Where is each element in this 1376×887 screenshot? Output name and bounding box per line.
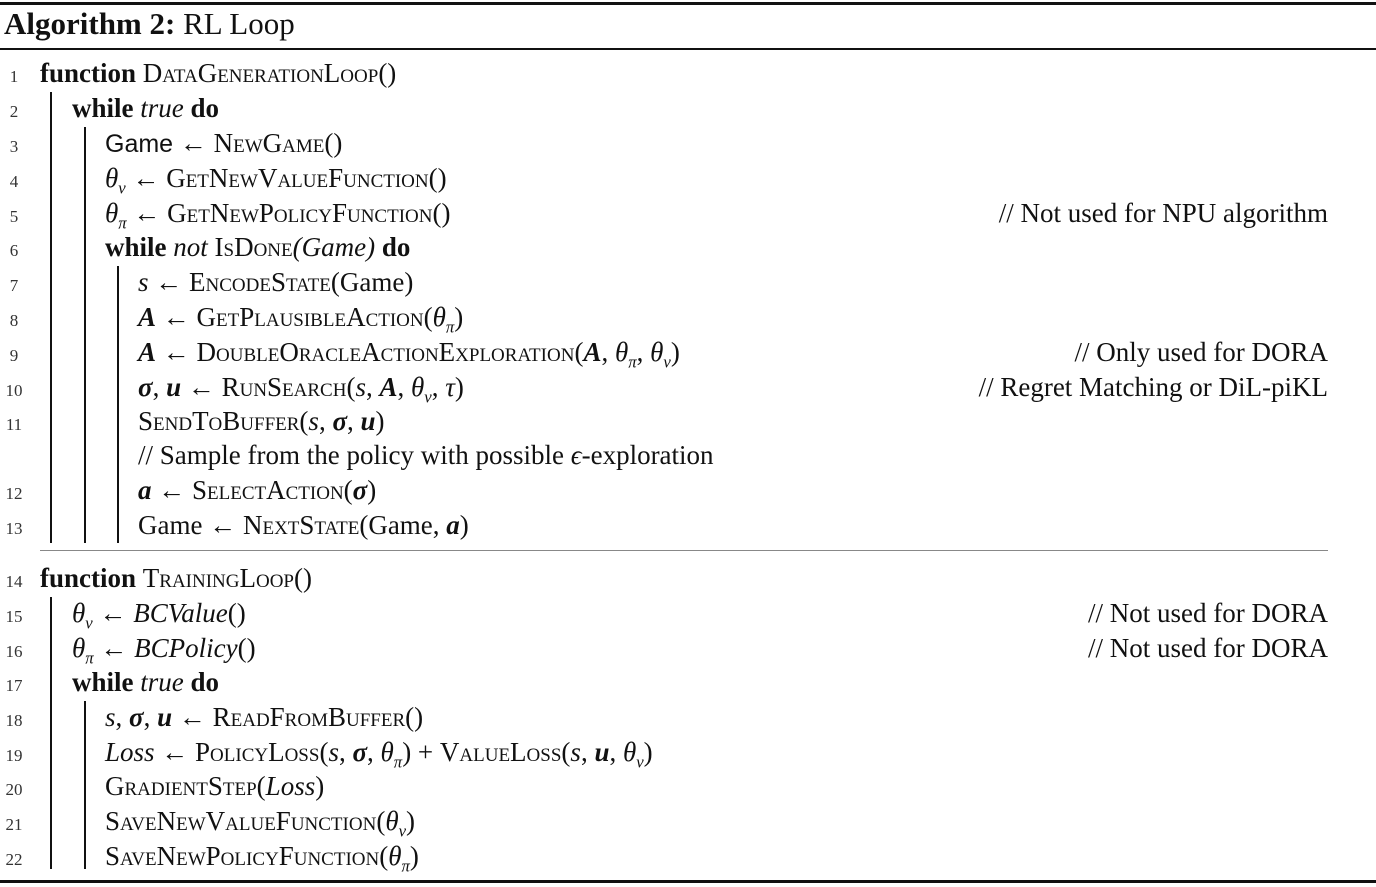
line-code: s, σ, u ← ReadFromBuffer() [105, 702, 424, 732]
line-code: Loss ← PolicyLoss(s, σ, θπ) + ValueLoss(… [105, 737, 653, 772]
algo-line-11: 11 SendToBuffer(s, σ, u) [0, 404, 1376, 439]
algo-line-22: 22 SaveNewPolicyFunction(θπ) [0, 839, 1376, 874]
algo-line-16: 16 θπ ← BCPolicy() // Not used for DORA [0, 631, 1376, 666]
line-number: 19 [5, 746, 23, 765]
line-number: 13 [5, 519, 23, 538]
algorithm-title: Algorithm 2: RL Loop [4, 4, 295, 44]
line-number: 8 [9, 311, 19, 330]
line-code: θv ← BCValue() [72, 598, 246, 633]
line-number: 6 [9, 241, 19, 260]
line-number: 21 [5, 815, 23, 834]
block-bar-level1b [50, 597, 52, 869]
algo-line-1: 1 function DataGenerationLoop() [0, 56, 1376, 91]
algo-line-19: 19 Loss ← PolicyLoss(s, σ, θπ) + ValueLo… [0, 735, 1376, 770]
inline-comment: // Sample from the policy with possible … [138, 440, 714, 470]
algorithm-name: RL Loop [183, 6, 295, 41]
line-code: while true do [72, 667, 220, 697]
line-comment: // Only used for DORA [1074, 337, 1328, 367]
line-code: function TrainingLoop() [40, 563, 312, 593]
line-code: SaveNewValueFunction(θv) [105, 806, 416, 841]
line-code: while not IsDone(Game) do [105, 232, 411, 262]
bottom-rule [0, 880, 1376, 883]
line-code: SendToBuffer(s, σ, u) [138, 406, 385, 436]
algo-line-13: 13 Game ← NextState(Game, a) [0, 508, 1376, 543]
algo-line-5: 5 θπ ← GetNewPolicyFunction() // Not use… [0, 196, 1376, 231]
algo-line-17: 17 while true do [0, 665, 1376, 700]
line-code: Game ← NewGame() [105, 128, 343, 158]
algo-line-8: 8 A ← GetPlausibleAction(θπ) [0, 300, 1376, 335]
line-code: GradientStep(Loss) [105, 771, 325, 801]
line-number: 7 [9, 276, 19, 295]
line-number: 18 [5, 711, 23, 730]
line-code: Game ← NextState(Game, a) [138, 510, 469, 540]
block-bar-level3 [117, 266, 119, 543]
line-comment: // Not used for NPU algorithm [998, 198, 1328, 228]
algo-line-21: 21 SaveNewValueFunction(θv) [0, 804, 1376, 839]
line-number: 10 [5, 381, 23, 400]
line-code: θπ ← BCPolicy() [72, 633, 256, 668]
line-code: s ← EncodeState(Game) [138, 267, 414, 297]
line-number: 5 [9, 207, 19, 226]
line-number: 16 [5, 642, 23, 661]
algo-line-9: 9 A ← DoubleOracleActionExploration(A, θ… [0, 335, 1376, 370]
algo-line-6: 6 while not IsDone(Game) do [0, 230, 1376, 265]
line-number: 22 [5, 850, 23, 869]
line-number: 9 [9, 346, 19, 365]
line-number: 17 [5, 676, 23, 695]
algo-line-2: 2 while true do [0, 91, 1376, 126]
top-rule [0, 2, 1376, 5]
line-number: 20 [5, 780, 23, 799]
header-rule [0, 48, 1376, 50]
line-code: SaveNewPolicyFunction(θπ) [105, 841, 419, 876]
line-code: function DataGenerationLoop() [40, 58, 397, 88]
line-number: 12 [5, 484, 23, 503]
section-divider [40, 550, 1328, 551]
line-comment: // Regret Matching or DiL-piKL [978, 372, 1328, 402]
block-bar-level2 [84, 127, 86, 543]
algo-line-20: 20 GradientStep(Loss) [0, 769, 1376, 804]
block-bar-level2b [84, 701, 86, 869]
line-code: θπ ← GetNewPolicyFunction() [105, 198, 451, 233]
line-code: σ, u ← RunSearch(s, A, θv, τ) [138, 372, 464, 407]
line-comment: // Not used for DORA [1088, 598, 1328, 628]
line-code: A ← GetPlausibleAction(θπ) [138, 302, 464, 337]
block-bar-level1 [50, 92, 52, 543]
algo-line-7: 7 s ← EncodeState(Game) [0, 265, 1376, 300]
line-number: 2 [9, 102, 19, 121]
line-number: 3 [9, 137, 19, 156]
line-number: 15 [5, 607, 23, 626]
line-number: 14 [5, 572, 23, 591]
line-number: 4 [9, 172, 19, 191]
line-code: θv ← GetNewValueFunction() [105, 163, 447, 198]
algo-line-4: 4 θv ← GetNewValueFunction() [0, 161, 1376, 196]
algo-line-18: 18 s, σ, u ← ReadFromBuffer() [0, 700, 1376, 735]
algo-line-14: 14 function TrainingLoop() [0, 561, 1376, 596]
line-number: 11 [5, 415, 23, 434]
line-code: while true do [72, 93, 220, 123]
line-code: A ← DoubleOracleActionExploration(A, θπ,… [138, 337, 680, 372]
line-code: a ← SelectAction(σ) [138, 475, 377, 505]
algo-line-10: 10 σ, u ← RunSearch(s, A, θv, τ) // Regr… [0, 370, 1376, 405]
algorithm-label: Algorithm 2: [4, 6, 176, 41]
line-number: 1 [9, 67, 19, 86]
algo-line-comment: // Sample from the policy with possible … [0, 438, 1376, 473]
algo-line-12: 12 a ← SelectAction(σ) [0, 473, 1376, 508]
algo-line-3: 3 Game ← NewGame() [0, 126, 1376, 161]
line-comment: // Not used for DORA [1088, 633, 1328, 663]
algo-line-15: 15 θv ← BCValue() // Not used for DORA [0, 596, 1376, 631]
